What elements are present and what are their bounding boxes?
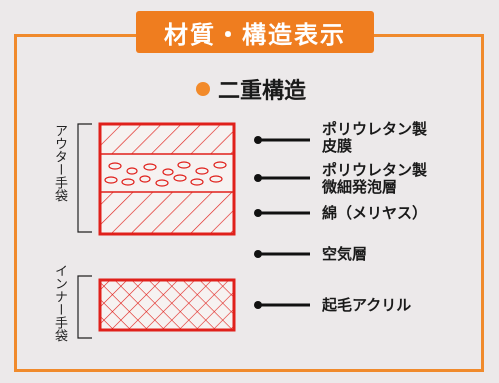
layer-label-film: ポリウレタン製 皮膜 — [322, 121, 427, 155]
title-text: 材質・構造表示 — [164, 20, 346, 49]
inner-glove-label: インナー手袋 — [52, 264, 67, 342]
outer-glove-label: アウター手袋 — [52, 124, 67, 202]
inner-glove-layer — [98, 278, 236, 332]
layer-label-line: 皮膜 — [322, 137, 353, 155]
bullet-icon — [196, 82, 210, 96]
layer-label-line: 綿（メリヤス） — [322, 204, 428, 222]
cotton-layer — [100, 192, 234, 234]
connector-lines — [254, 136, 310, 309]
layer-label-line: 空気層 — [322, 245, 368, 263]
film-layer — [100, 124, 234, 154]
layer-label-line: ポリウレタン製 — [322, 120, 428, 138]
foam-layer — [104, 161, 227, 187]
layer-diagram — [77, 122, 310, 339]
outer-bracket — [77, 123, 92, 233]
layer-label-air: 空気層 — [322, 246, 367, 263]
outer-glove-layers — [98, 122, 236, 236]
page-title: 材質・構造表示 — [136, 11, 374, 53]
layer-label-cotton: 綿（メリヤス） — [322, 205, 427, 222]
layer-label-line: 起毛アクリル — [322, 296, 412, 314]
subtitle-text: 二重構造 — [218, 79, 307, 104]
layer-label-line: 微細発泡層 — [322, 178, 398, 196]
layer-label-acrylic: 起毛アクリル — [322, 297, 411, 314]
layer-label-line: ポリウレタン製 — [322, 161, 428, 179]
inner-bracket — [77, 275, 92, 339]
layer-label-foam: ポリウレタン製 微細発泡層 — [322, 162, 427, 196]
section-heading: 二重構造 — [196, 74, 306, 104]
